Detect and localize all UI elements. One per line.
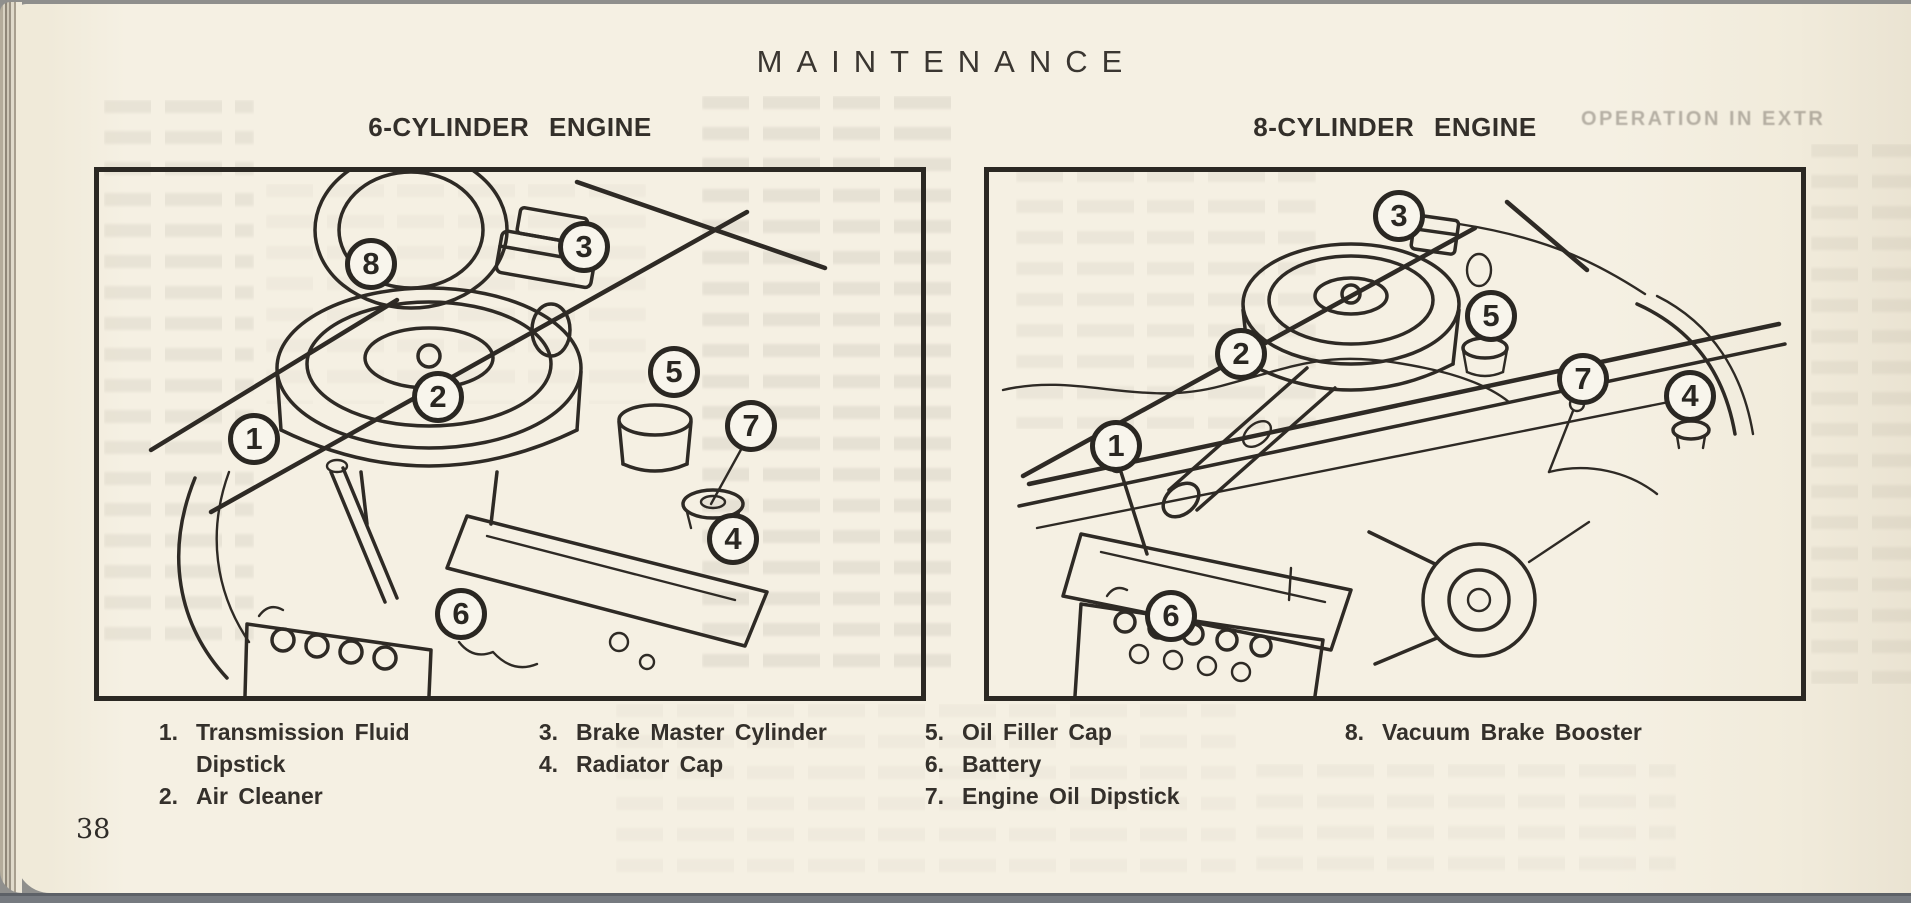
- callout-2: 2: [412, 371, 464, 423]
- callout-1: 1: [228, 413, 280, 465]
- legend-column-1: 1. Transmission Fluid Dipstick 2. Air Clean…: [148, 716, 421, 812]
- bleedthrough-text: [1811, 144, 1911, 684]
- bleedthrough-text: [1256, 764, 1676, 874]
- legend-item-label: Oil Filler Cap: [962, 719, 1112, 745]
- legend-item-number: 3.: [538, 719, 558, 745]
- legend-item-4: 4. Radiator Cap: [528, 748, 871, 780]
- legend-column-4: 8. Vacuum Brake Booster: [1334, 716, 1662, 748]
- legend-item-number: 8.: [1344, 719, 1364, 745]
- legend-column-3: 5. Oil Filler Cap 6. Battery 7. Engine Oil Di…: [914, 716, 1227, 812]
- callout-8: 8: [345, 238, 397, 290]
- callout-5: 5: [1465, 290, 1517, 342]
- legend-item-6: 6. Battery: [914, 748, 1227, 780]
- legend-column-2: 3. Brake Master Cylinder 4. Radiator Cap: [528, 716, 871, 780]
- legend-item-label: Transmission Fluid Dipstick: [196, 719, 410, 777]
- callout-6: 6: [1145, 590, 1197, 642]
- legend-item-5: 5. Oil Filler Cap: [914, 716, 1227, 748]
- legend-item-number: 1.: [158, 719, 178, 745]
- legend-item-label: Brake Master Cylinder: [576, 719, 827, 745]
- scan-bottom-strip: [0, 893, 1911, 903]
- legend-item-2: 2. Air Cleaner: [148, 780, 421, 812]
- legend-item-number: 5.: [924, 719, 944, 745]
- heading-8-cylinder: 8-CYLINDER ENGINE: [1253, 112, 1537, 142]
- callout-7: 7: [1557, 353, 1609, 405]
- legend-item-number: 4.: [538, 751, 558, 777]
- legend-item-label: Radiator Cap: [576, 751, 724, 777]
- callout-3: 3: [558, 221, 610, 273]
- legend-item-number: 6.: [924, 751, 944, 777]
- bleedthrough-fragment: OPERATION IN EXTR: [1581, 108, 1826, 130]
- legend-item-label: Air Cleaner: [196, 783, 323, 809]
- legend-item-label: Battery: [962, 751, 1042, 777]
- callout-3: 3: [1373, 190, 1425, 242]
- legend-item-label: Vacuum Brake Booster: [1382, 719, 1642, 745]
- engine-illustration-6cyl: [148, 172, 828, 696]
- legend-item-number: 2.: [158, 783, 178, 809]
- legend-item-number: 7.: [924, 783, 944, 809]
- callout-5: 5: [648, 346, 700, 398]
- callout-6: 6: [435, 588, 487, 640]
- legend-item-7: 7. Engine Oil Dipstick: [914, 780, 1227, 812]
- legend-item-3: 3. Brake Master Cylinder: [528, 716, 871, 748]
- page-number: 38: [76, 814, 111, 845]
- legend-item-label: Engine Oil Dipstick: [962, 783, 1180, 809]
- callout-4: 4: [707, 513, 759, 565]
- page-title: MAINTENANCE: [756, 44, 1137, 79]
- callout-2: 2: [1215, 328, 1267, 380]
- callout-1: 1: [1090, 420, 1142, 472]
- callout-4: 4: [1664, 370, 1716, 422]
- callout-7: 7: [725, 400, 777, 452]
- heading-6-cylinder: 6-CYLINDER ENGINE: [368, 112, 652, 142]
- legend-item-1: 1. Transmission Fluid Dipstick: [148, 716, 421, 780]
- paper-page: OPERATION IN EXTR MAINTENANCE 6-CYLINDER…: [16, 4, 1911, 893]
- legend-item-8: 8. Vacuum Brake Booster: [1334, 716, 1662, 748]
